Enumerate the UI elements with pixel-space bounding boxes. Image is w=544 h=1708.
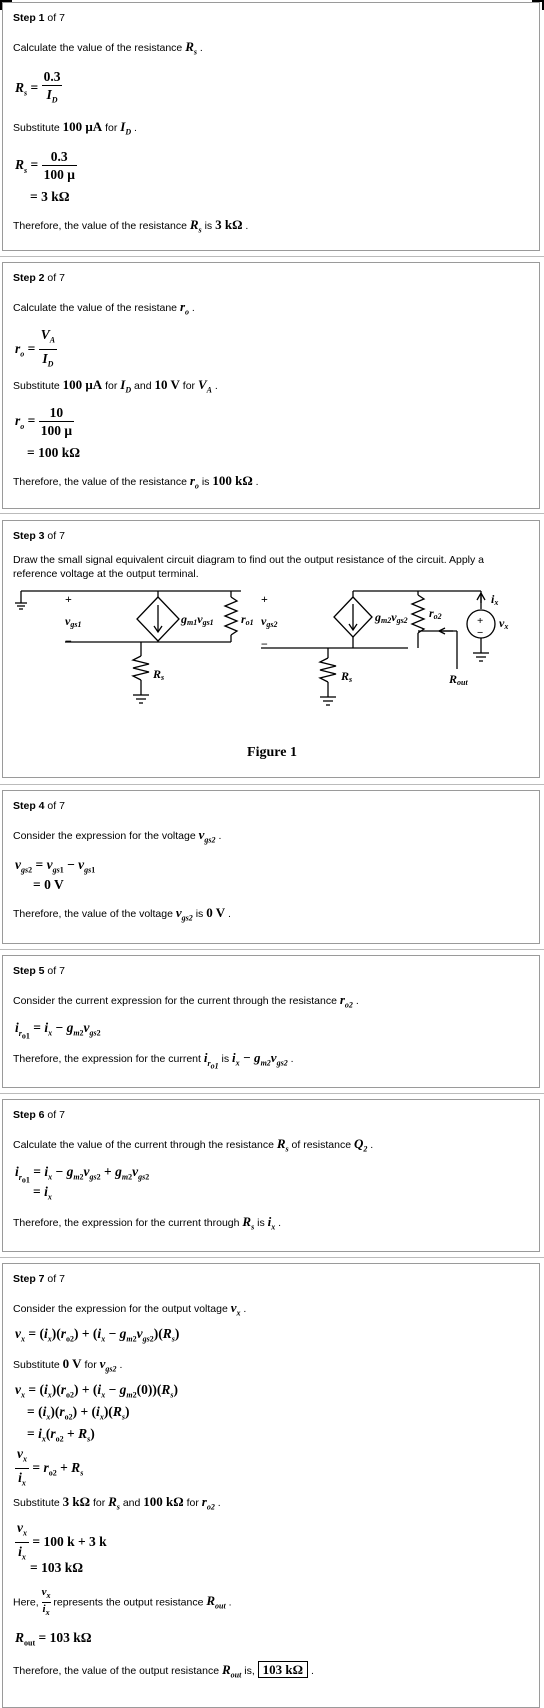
separator [0, 256, 544, 257]
step-text: Therefore, the value of the voltage vgs2… [13, 905, 231, 923]
equation: = ix [33, 1184, 52, 1202]
label-gm1-vgs1: gm1vgs1 [180, 612, 214, 627]
step-text: Calculate the value of the resistane ro … [13, 299, 195, 317]
equation: = ix(ro2 + Rs) [27, 1426, 95, 1444]
equation: = (ix)(ro2) + (ix)(Rs) [27, 1404, 130, 1422]
step-2: Step 2 of 7 Calculate the value of the r… [2, 262, 540, 509]
separator [0, 1093, 544, 1094]
label-src-plus: + [477, 615, 483, 627]
label-minus-1: − [65, 634, 72, 648]
step-text: Substitute 3 kΩ for Rs and 100 kΩ for ro… [13, 1494, 221, 1512]
label-gm2-vgs2: gm2vgs2 [374, 610, 408, 625]
step-text: Therefore, the expression for the curren… [13, 1050, 294, 1071]
step-text: Substitute 0 V for vgs2 . [13, 1356, 123, 1374]
circuit-diagram: + vgs1 − gm1vgs1 ro1 + vgs2 − Rs gm2vgs2… [15, 590, 508, 706]
step-header: Step 2 of 7 [13, 272, 65, 284]
equation: iro1 = ix − gm2vgs2 [15, 1020, 101, 1041]
step-text: Calculate the value of the current throu… [13, 1136, 374, 1154]
step-text: Therefore, the expression for the curren… [13, 1214, 282, 1232]
step-text: Therefore, the value of the resistance R… [13, 217, 249, 235]
equation: = 100 kΩ [27, 445, 81, 460]
step-text: Therefore, the value of the output resis… [13, 1661, 314, 1680]
step-5: Step 5 of 7 Consider the current express… [2, 955, 540, 1088]
label-rs2: Rs [340, 669, 352, 684]
equation: iro1 = ix − gm2vgs2 + gm2vgs2 [15, 1164, 150, 1185]
separator [0, 949, 544, 950]
label-ro1: ro1 [241, 612, 254, 627]
separator [0, 784, 544, 785]
step-header: Step 3 of 7 [13, 530, 65, 542]
frame-corner-left [0, 0, 12, 10]
equation: = 103 kΩ [30, 1560, 84, 1575]
step-text: Consider the expression for the output v… [13, 1300, 247, 1318]
step-6: Step 6 of 7 Calculate the value of the c… [2, 1099, 540, 1252]
step-text: Consider the current expression for the … [13, 992, 359, 1010]
equation: Rout = 103 kΩ [15, 1630, 92, 1648]
label-src-minus: − [477, 627, 483, 639]
step-7: Step 7 of 7 Consider the expression for … [2, 1263, 540, 1708]
label-vgs2: vgs2 [261, 614, 277, 629]
final-answer: 103 kΩ [257, 1661, 309, 1678]
step-text: reference voltage at the output terminal… [13, 568, 199, 580]
step-4: Step 4 of 7 Consider the expression for … [2, 790, 540, 944]
label-rs1: Rs [152, 667, 164, 682]
equation: vx = (ix)(ro2) + (ix − gm2(0))(Rs) [15, 1382, 178, 1400]
label-rout: Rout [448, 672, 468, 687]
separator [0, 1257, 544, 1258]
step-header: Step 4 of 7 [13, 800, 65, 812]
step-header: Step 5 of 7 [13, 965, 65, 977]
label-plus-2: + [261, 592, 268, 606]
step-text: Substitute 100 μA for ID . [13, 119, 137, 137]
step-header: Step 6 of 7 [13, 1109, 65, 1121]
step-text: Consider the expression for the voltage … [13, 827, 222, 845]
label-ix: ix [491, 592, 498, 607]
equation: vx = (ix)(ro2) + (ix − gm2vgs2)(Rs) [15, 1326, 180, 1344]
step-text: Draw the small signal equivalent circuit… [13, 554, 484, 566]
step-3: Step 3 of 7 Draw the small signal equiva… [2, 520, 540, 778]
step-text: Therefore, the value of the resistance r… [13, 473, 259, 491]
separator [0, 513, 544, 514]
label-plus-1: + [65, 592, 72, 606]
equation: vgs2 = vgs1 − vgs1 [15, 857, 96, 875]
step-header: Step 7 of 7 [13, 1273, 65, 1285]
equation: = 0 V [33, 877, 64, 892]
frame-corner-right [532, 0, 544, 10]
step-text: Calculate the value of the resistance Rs… [13, 39, 203, 57]
label-vgs1: vgs1 [65, 614, 81, 629]
step-1: Step 1 of 7 Calculate the value of the r… [2, 2, 540, 251]
step-header: Step 1 of 7 [13, 12, 65, 24]
step-text: Substitute 100 μA for ID and 10 V for VA… [13, 377, 218, 395]
label-ro2: ro2 [429, 606, 442, 621]
figure-caption: Figure 1 [247, 745, 297, 760]
equation: = 3 kΩ [30, 189, 70, 204]
label-vx: vx [499, 616, 508, 631]
label-minus-2: − [261, 637, 268, 651]
